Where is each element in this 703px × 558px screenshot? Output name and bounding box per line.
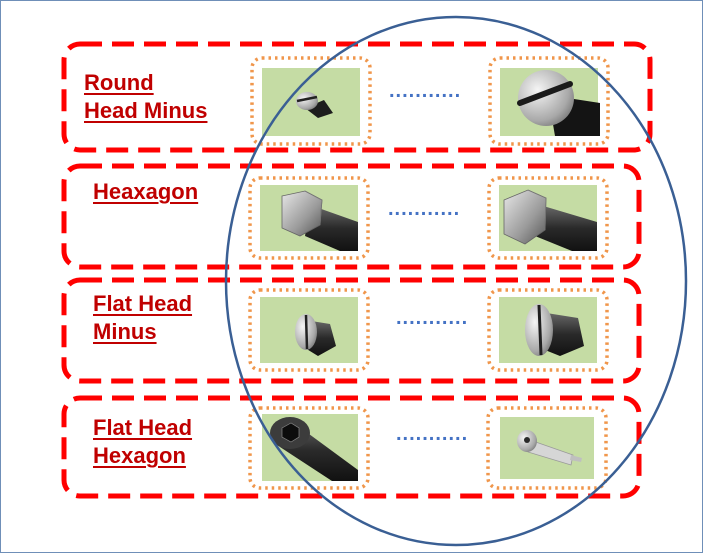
label-hexagon: Heaxagon [93,179,199,204]
selection-ellipse [224,15,688,547]
screw-image-flat-head-hexagon-large [248,406,370,490]
screw-image-flat-head-minus-small [248,288,370,372]
screw-image-round-head-minus-small [250,56,372,146]
ellipsis-flat-head-minus: ........... [396,307,469,329]
label-flat-head-hexagon: Flat Head Hexagon [93,415,193,468]
screw-image-round-head-minus-large [488,56,610,146]
screw-image-flat-head-hexagon-small [486,406,608,490]
screw-image-flat-head-minus-large [487,288,609,372]
ellipsis-flat-head-hexagon: ........... [396,423,469,445]
group-box-flat-head-minus [61,277,642,384]
screw-image-hexagon-large [487,176,609,260]
label-round-head-minus: Round Head Minus [84,70,208,123]
group-box-flat-head-hexagon [61,395,642,499]
ellipsis-round-head-minus: ........... [389,80,462,102]
ellipsis-hexagon: ........... [388,198,461,220]
screw-image-hexagon-small [248,176,370,260]
label-flat-head-minus: Flat Head Minus [93,291,193,344]
group-box-hexagon [61,163,642,270]
